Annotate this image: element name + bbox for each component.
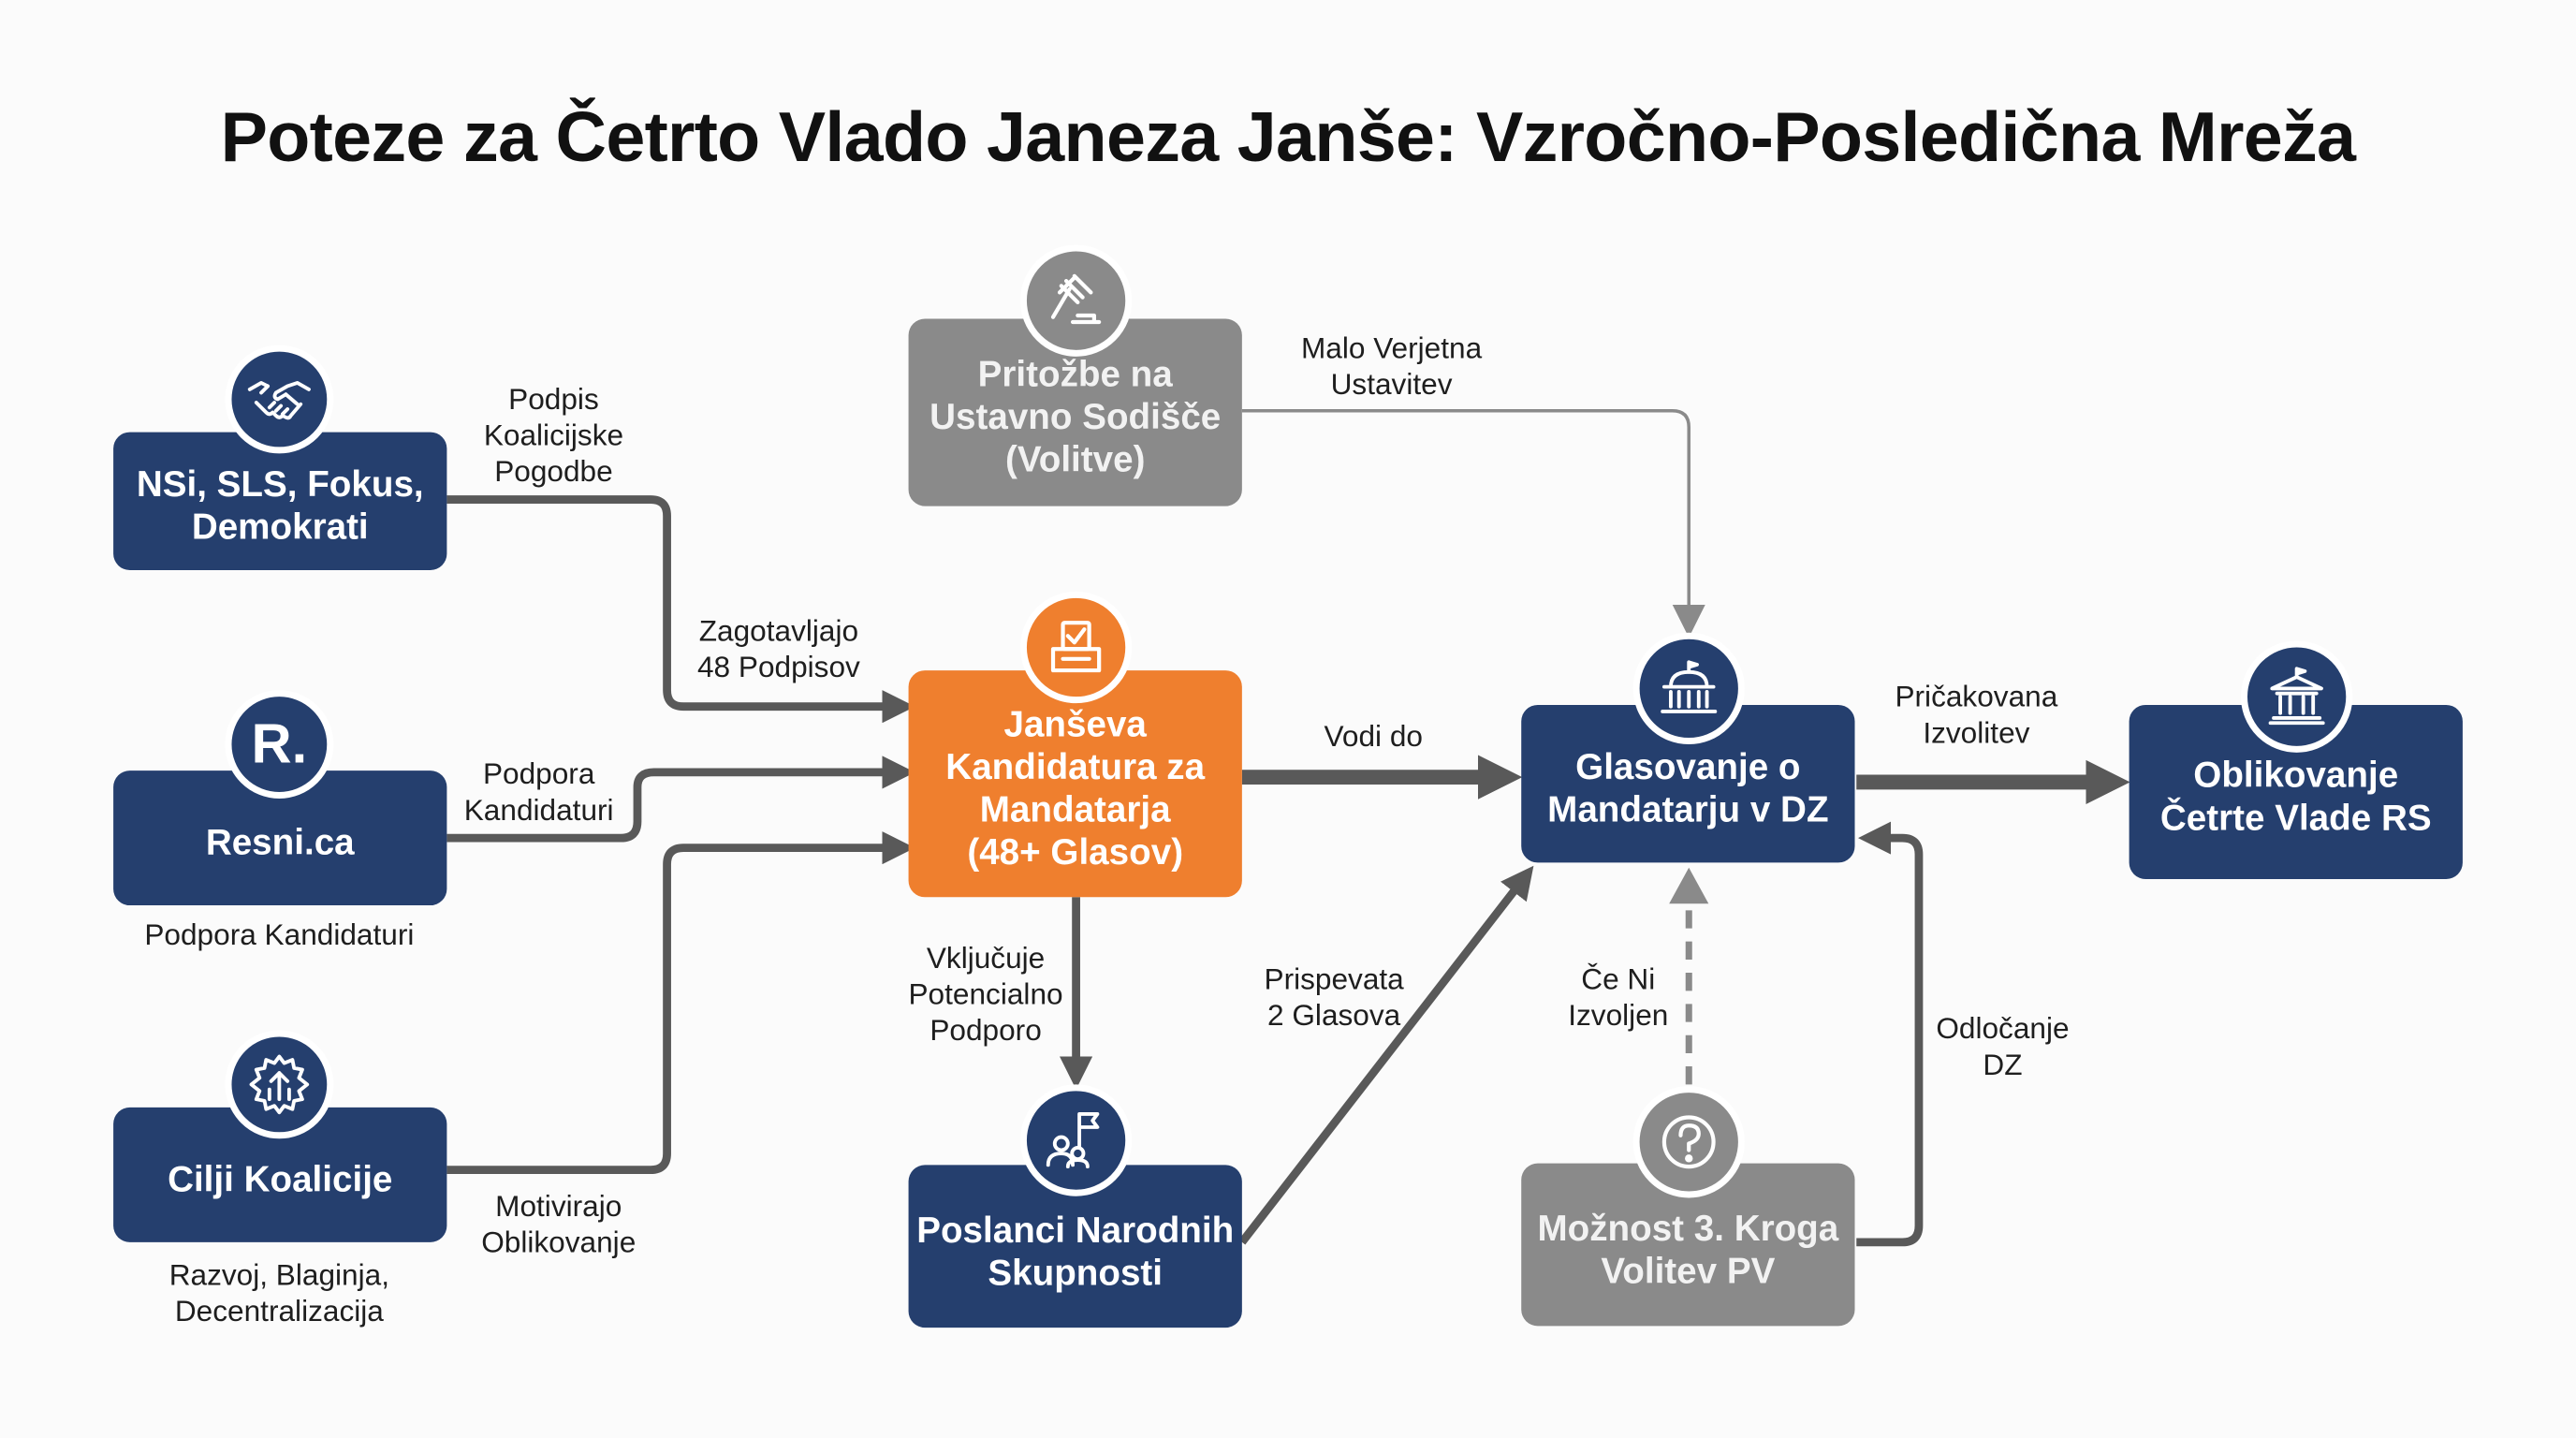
node-label: Možnost 3. Kroga Volitev PV	[1537, 1207, 1839, 1291]
edge-label-podpora: Podpora Kandidaturi	[463, 757, 614, 827]
edge-label-odlocanje-dz: Odločanje DZ	[1936, 1012, 2070, 1081]
edge-label-malo-verjetna: Malo Verjetna Ustavitev	[1300, 331, 1483, 402]
node-janseva-kandidatura[interactable]: Janševa Kandidatura za Mandatarja (48+ G…	[908, 670, 1242, 898]
node-moznost-3-kroga[interactable]: Možnost 3. Kroga Volitev PV	[1521, 1163, 1855, 1327]
edge-label-prispevata: Prispevata 2 Glasova	[1264, 962, 1404, 1033]
parliament-icon	[1632, 632, 1745, 745]
cilji-caption: Razvoj, Blaginja, Decentralizacija	[168, 1258, 390, 1328]
node-label: Oblikovanje Četrte Vlade RS	[2159, 754, 2432, 839]
gear-growth-icon	[225, 1030, 334, 1139]
edge-label-podpis: Podpis Koalicijske Pogodbe	[483, 382, 624, 489]
edge-label-pricakovana: Pričakovana Izvolitev	[1895, 680, 2058, 750]
edge-cilji-kandidatura	[446, 831, 915, 1175]
node-label: Resni.ca	[205, 821, 355, 863]
edge-nsi-kandidatura	[446, 495, 915, 724]
edge-pritozbe-glasovanje	[1241, 409, 1705, 638]
diagram-title: Poteze za Četrto Vlado Janeza Janše: Vzr…	[220, 98, 2356, 178]
node-glasovanje-o-mandatarju[interactable]: Glasovanje o Mandatarju v DZ	[1521, 704, 1855, 863]
gavel-icon	[1019, 244, 1133, 357]
edge-resni-kandidatura	[446, 756, 915, 843]
edge-label-motivirajo: Motivirajo Oblikovanje	[481, 1189, 637, 1259]
node-cilji-koalicije[interactable]: Cilji Koalicije	[113, 1107, 447, 1242]
node-label: NSi, SLS, Fokus, Demokrati	[136, 462, 424, 548]
edge-label-ce-ni-izvoljen: Če Ni Izvoljen	[1568, 962, 1669, 1033]
edge-label-zagotavljajo: Zagotavljajo 48 Podpisov	[696, 614, 860, 684]
government-building-icon	[2240, 640, 2353, 753]
edge-label-vkljucuje: Vključuje Potencialno Podporo	[908, 941, 1063, 1047]
node-label: Cilji Koalicije	[168, 1158, 393, 1200]
node-label: Poslanci Narodnih Skupnosti	[916, 1208, 1235, 1293]
resni-logo-icon: R.	[225, 690, 334, 799]
edge-moznost-glasovanje-head	[1669, 867, 1709, 904]
resni-logo-text: R.	[251, 712, 308, 776]
node-label: Pritožbe na Ustavno Sodišče (Volitve)	[929, 353, 1222, 480]
question-icon	[1632, 1086, 1745, 1198]
node-label: Janševa Kandidatura za Mandatarja (48+ G…	[945, 703, 1206, 873]
node-poslanci-narodnih-skupnosti[interactable]: Poslanci Narodnih Skupnosti	[908, 1165, 1242, 1328]
edge-moznost-odlocanje	[1856, 821, 1924, 1247]
edge-poslanci-glasovanje	[1238, 865, 1534, 1245]
handshake-icon	[225, 345, 334, 454]
node-label: Glasovanje o Mandatarju v DZ	[1547, 745, 1829, 830]
edge-label-vodi-do: Vodi do	[1324, 719, 1423, 753]
node-pritozbe-ustavno-sodisce[interactable]: Pritožbe na Ustavno Sodišče (Volitve)	[908, 318, 1242, 506]
ballot-box-icon	[1019, 591, 1133, 704]
group-flag-icon	[1019, 1084, 1133, 1196]
resni-caption: Podpora Kandidaturi	[144, 918, 415, 952]
node-nsi-sls-fokus-demokrati[interactable]: NSi, SLS, Fokus, Demokrati	[113, 432, 447, 571]
